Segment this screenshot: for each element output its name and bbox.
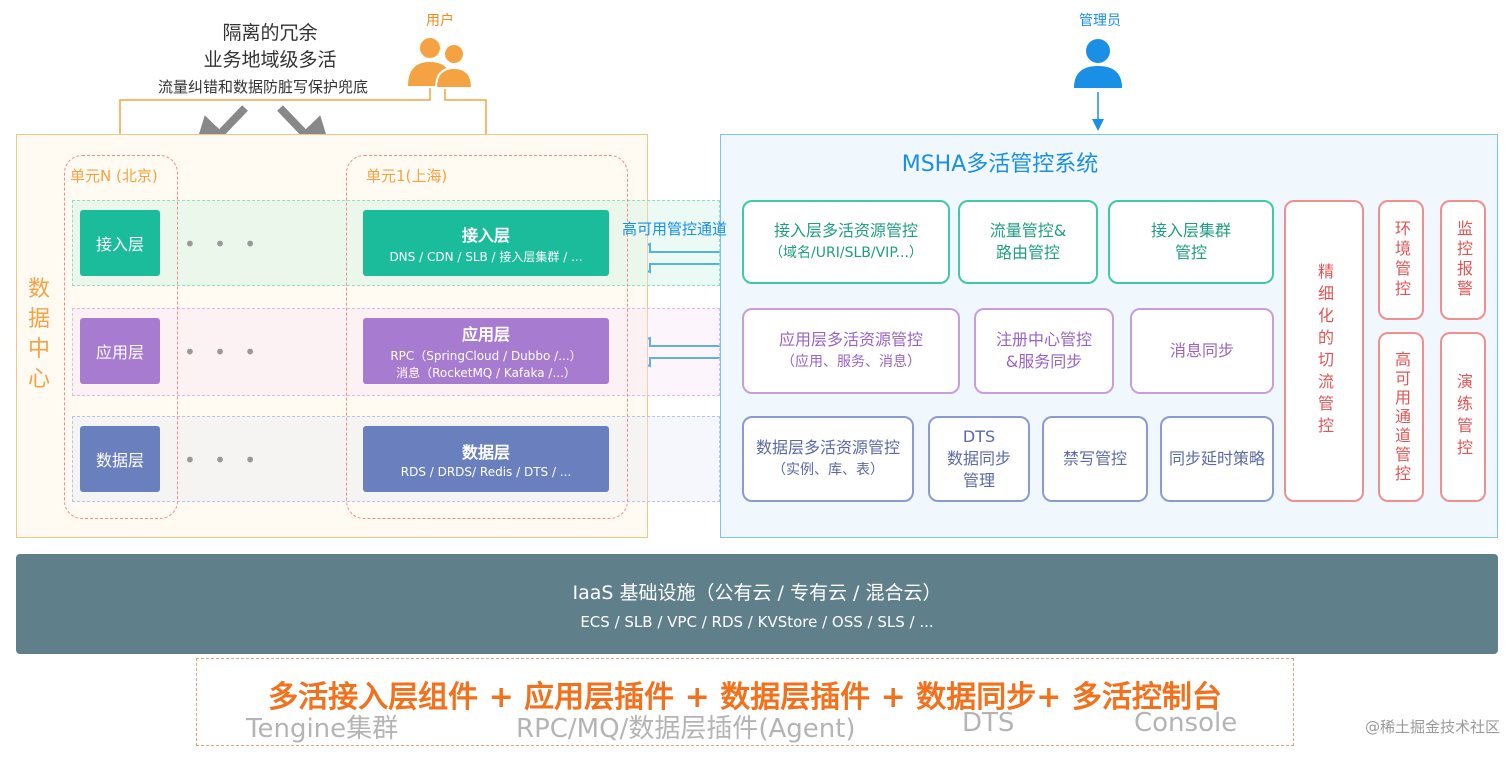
ha-channel-label: 高可用通道管控: [1392, 350, 1411, 484]
unit-n-access-layer[interactable]: 接入层: [80, 210, 160, 276]
access-resource-control-sub: （域名/URI/SLB/VIP...）: [769, 245, 923, 261]
iaas-title: IaaS 基础设施（公有云 / 专有云 / 混合云）: [572, 581, 942, 604]
access-cluster-line2: 管控: [1174, 243, 1207, 262]
access-cluster-line1: 接入层集群: [1150, 221, 1231, 240]
traffic-routing-control[interactable]: 流量管控& 路由管控: [958, 200, 1098, 284]
unit-1-box: [346, 155, 628, 519]
unit-1-access-layer[interactable]: 接入层 DNS / CDN / SLB / 接入层集群 / ...: [363, 210, 609, 276]
drill-control[interactable]: 演练管控: [1440, 332, 1486, 502]
environment-control[interactable]: 环境管控: [1378, 200, 1424, 320]
data-resource-control-title: 数据层多活资源管控: [755, 438, 900, 457]
dts-sync-management[interactable]: DTS 数据同步 管理: [928, 416, 1030, 502]
data-resource-control-sub: （实例、库、表）: [772, 462, 884, 478]
unit-1-app-layer[interactable]: 应用层 RPC（SpringCloud / Dubbo /...） 消息（Roc…: [363, 318, 609, 384]
msha-title: MSHA多活管控系统: [901, 152, 1099, 177]
access-resource-control[interactable]: 接入层多活资源管控 （域名/URI/SLB/VIP...）: [742, 200, 950, 284]
components-headline: 多活接入层组件 + 应用层插件 + 数据层插件 + 数据同步+ 多活控制台: [268, 680, 1222, 715]
ellipsis-data: • • •: [184, 448, 263, 472]
unit-1-title: 单元1(上海): [366, 167, 448, 185]
fine-grained-cut-control[interactable]: 精细化的切流管控: [1284, 200, 1364, 502]
monitor-alert[interactable]: 监控报警: [1440, 200, 1486, 320]
dts-label: DTS: [962, 708, 1015, 738]
admin-label: 管理员: [1079, 13, 1121, 29]
app-resource-control-title: 应用层多活资源管控: [778, 330, 923, 349]
console-label: Console: [1134, 708, 1238, 738]
iaas-items: ECS / SLB / VPC / RDS / KVStore / OSS / …: [580, 612, 934, 631]
unit-n-title: 单元N (北京): [70, 167, 158, 185]
ellipsis-access: • • •: [184, 232, 263, 256]
monitor-alert-label: 监控报警: [1454, 220, 1473, 300]
traffic-routing-line2: 路由管控: [995, 243, 1060, 262]
access-resource-control-title: 接入层多活资源管控: [773, 221, 918, 240]
ellipsis-app: • • •: [184, 340, 263, 364]
drill-label: 演练管控: [1454, 373, 1473, 461]
registry-control[interactable]: 注册中心管控 &服务同步: [974, 308, 1114, 394]
unit-n-data-layer[interactable]: 数据层: [80, 426, 160, 492]
unit-n-box: [64, 155, 178, 519]
registry-line1: 注册中心管控: [995, 330, 1092, 349]
unit-1-data-layer[interactable]: 数据层 RDS / DRDS/ Redis / DTS / ...: [363, 426, 609, 492]
traffic-routing-line1: 流量管控&: [989, 221, 1067, 240]
unit-1-access-sub: DNS / CDN / SLB / 接入层集群 / ...: [389, 249, 583, 264]
iaas-bar: IaaS 基础设施（公有云 / 专有云 / 混合云） ECS / SLB / V…: [16, 554, 1498, 654]
access-cluster-control[interactable]: 接入层集群 管控: [1108, 200, 1274, 284]
unit-n-app-layer[interactable]: 应用层: [80, 318, 160, 384]
users-icon: [408, 38, 474, 89]
users-label: 用户: [426, 13, 454, 29]
unit-1-app-sub2: 消息（RocketMQ / Kafaka /...）: [396, 366, 576, 380]
note-traffic-correction: 流量纠错和数据防脏写保护兜底: [157, 78, 368, 96]
environment-label: 环境管控: [1392, 220, 1411, 300]
note-region-active-active: 业务地域级多活: [203, 49, 337, 71]
watermark: @稀土掘金技术社区: [1364, 718, 1500, 736]
message-sync[interactable]: 消息同步: [1130, 308, 1274, 394]
components-summary-box: [196, 658, 1294, 746]
agent-plugin-label: RPC/MQ/数据层插件(Agent): [516, 714, 856, 744]
app-resource-control[interactable]: 应用层多活资源管控 （应用、服务、消息）: [742, 308, 960, 394]
data-center-label: 数据中心: [27, 277, 50, 392]
unit-1-app-sub1: RPC（SpringCloud / Dubbo /...）: [390, 349, 582, 363]
data-resource-control[interactable]: 数据层多活资源管控 （实例、库、表）: [742, 416, 914, 502]
unit-1-app-title: 应用层: [461, 325, 510, 344]
unit-1-access-title: 接入层: [461, 225, 510, 245]
note-isolated-redundancy: 隔离的冗余: [222, 22, 318, 44]
fine-grained-cut-label: 精细化的切流管控: [1315, 263, 1334, 439]
write-ban-control[interactable]: 禁写管控: [1042, 416, 1148, 502]
dts-line1: DTS: [962, 427, 996, 446]
sync-delay-strategy[interactable]: 同步延时策略: [1160, 416, 1274, 502]
ha-control-channel-label: 高可用管控通道: [622, 220, 728, 238]
dts-line2: 数据同步: [946, 449, 1011, 468]
ha-channel-control[interactable]: 高可用通道管控: [1378, 332, 1424, 502]
dts-line3: 管理: [962, 471, 995, 490]
unit-1-data-title: 数据层: [461, 443, 510, 462]
unit-1-data-sub: RDS / DRDS/ Redis / DTS / ...: [400, 465, 572, 479]
tengine-cluster-label: Tengine集群: [246, 714, 399, 744]
app-resource-control-sub: （应用、服务、消息）: [781, 354, 921, 370]
admin-icon: [1074, 39, 1122, 88]
registry-line2: &服务同步: [1005, 352, 1083, 371]
